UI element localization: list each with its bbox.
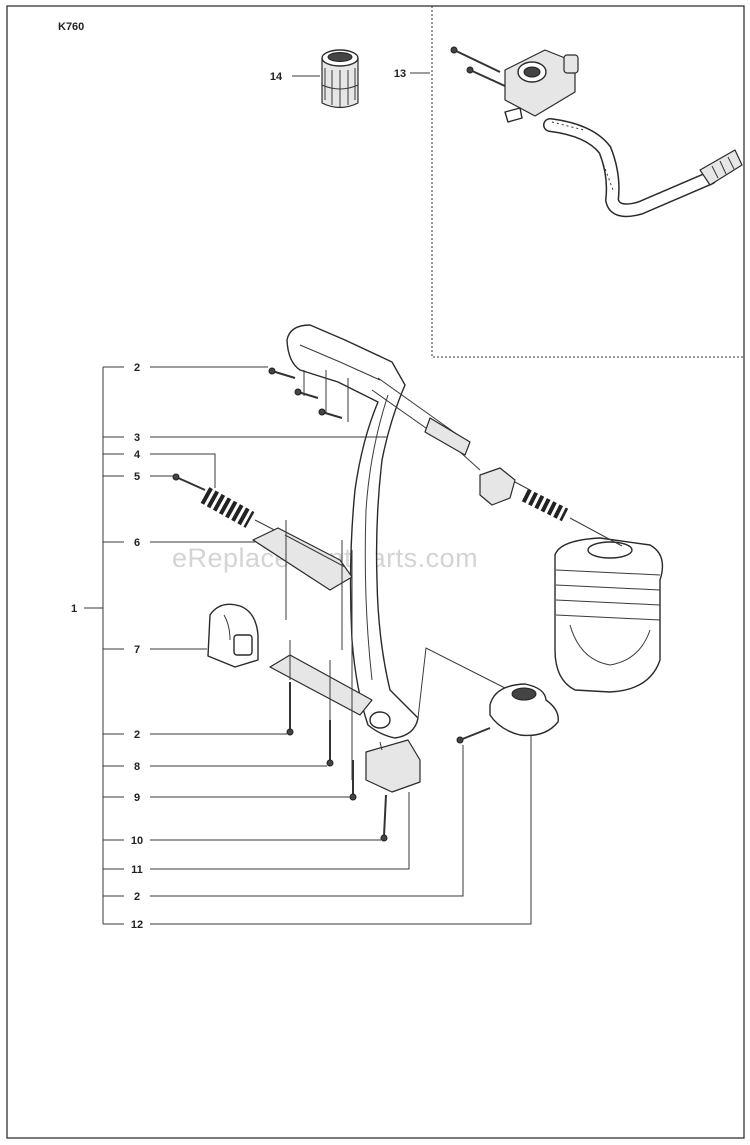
callout-14: 14	[270, 71, 283, 83]
callout-4: 4	[134, 449, 141, 461]
rubber-buffer-part	[207, 603, 259, 668]
cylinder-reference	[459, 451, 664, 693]
callout-8: 8	[134, 761, 140, 773]
handle-support-part	[417, 647, 559, 744]
spring-part	[172, 473, 291, 539]
callout-2-low: 2	[134, 891, 140, 903]
callout-labels: 14 13 2 3 4 5 6 1 7 2 8 9 10 11 2 12	[71, 68, 406, 931]
page-frame	[6, 5, 745, 1139]
callout-9: 9	[134, 792, 140, 804]
screw-set-top	[268, 367, 349, 422]
callout-2-top: 2	[134, 362, 140, 374]
inset-box	[431, 6, 744, 358]
lower-plate-part	[269, 540, 373, 780]
callout-6: 6	[134, 537, 140, 549]
callout-11: 11	[131, 864, 143, 876]
callout-7: 7	[134, 644, 140, 656]
water-valve-part	[450, 46, 743, 218]
callout-10: 10	[131, 835, 143, 847]
lower-buffer-part	[365, 739, 421, 793]
callout-2-mid: 2	[134, 729, 140, 741]
callout-12: 12	[131, 919, 143, 931]
callout-5: 5	[134, 471, 140, 483]
model-label: K760	[58, 21, 84, 33]
handle-bar-part	[286, 324, 471, 739]
callout-1: 1	[71, 603, 77, 615]
screw-set-lower	[286, 682, 388, 842]
bracket-part	[252, 520, 353, 620]
callout-13: 13	[394, 68, 406, 80]
callout-leaders	[84, 72, 532, 925]
fuel-cap-part	[321, 49, 359, 109]
callout-3: 3	[134, 432, 140, 444]
